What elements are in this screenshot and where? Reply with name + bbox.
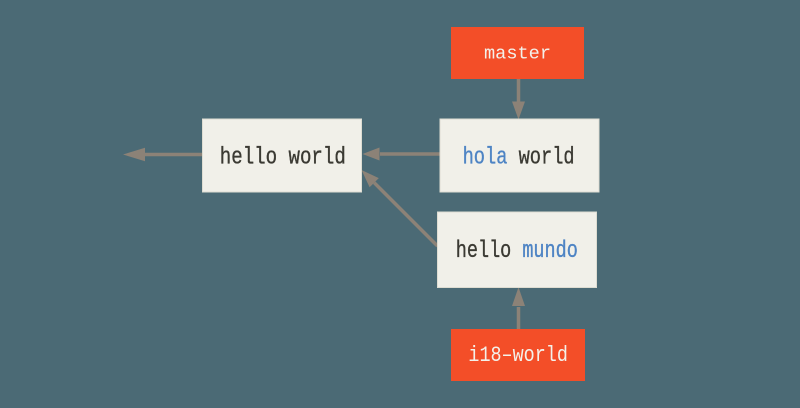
svg-text:hello mundo: hello mundo <box>456 238 578 265</box>
svg-text:i18–world: i18–world <box>468 343 568 368</box>
svg-text:master: master <box>484 45 551 65</box>
svg-text:hola world: hola world <box>463 145 575 172</box>
svg-text:hello world: hello world <box>220 145 346 172</box>
